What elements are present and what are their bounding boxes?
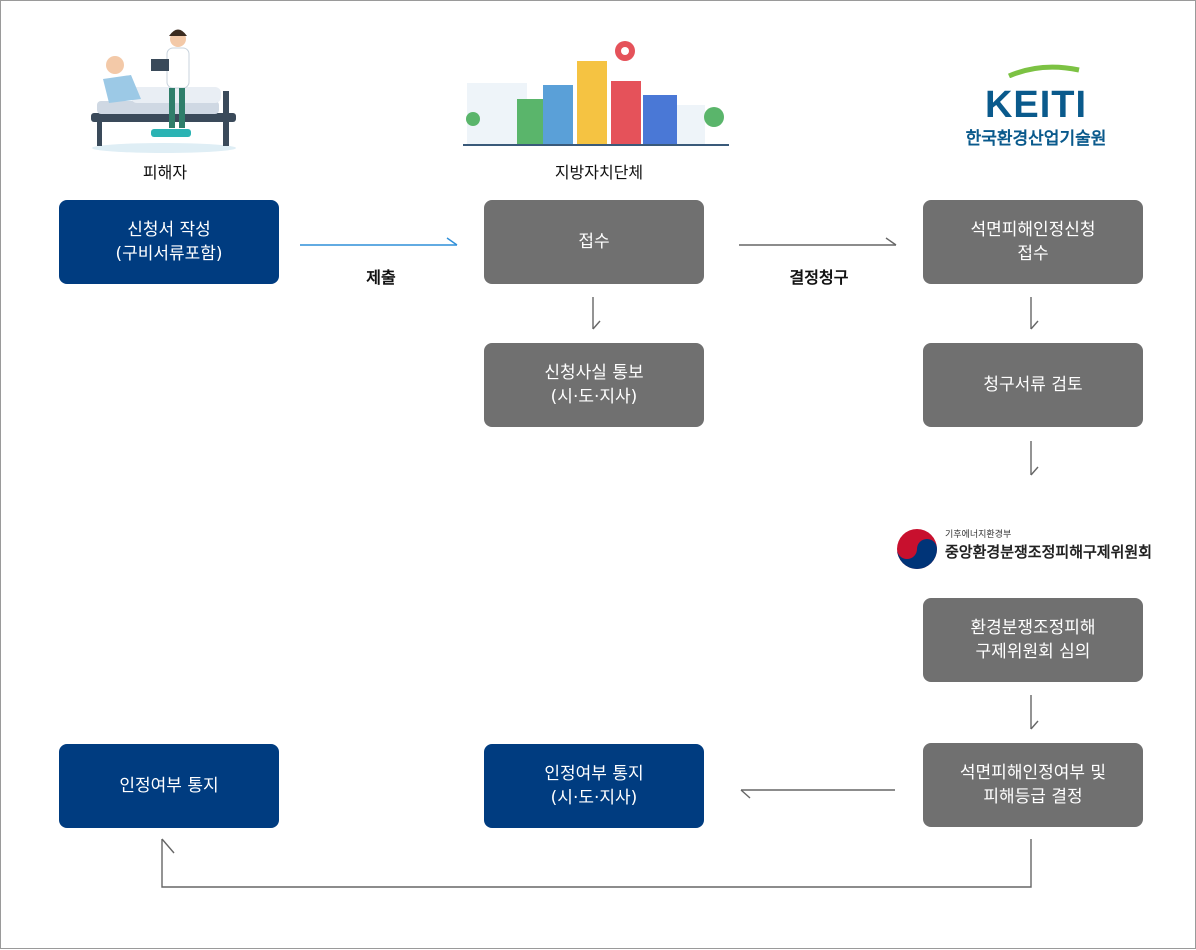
node-notify-local: 인정여부 통지 (시·도·지사): [484, 744, 704, 828]
arrow-receipt-to-notify: [592, 297, 601, 330]
committee-name: 중앙환경분쟁조정피해구제위원회: [945, 543, 1153, 561]
node-notify-victim: 인정여부 통지: [59, 744, 279, 828]
doctor-icon: [151, 29, 190, 128]
hospital-bed-icon: [91, 56, 236, 153]
node-decision: 석면피해인정여부 및 피해등급 결정: [923, 743, 1143, 827]
city-buildings-icon: [463, 41, 729, 146]
arrow-request-decision: [739, 237, 897, 246]
arrow-submit: [300, 237, 458, 246]
keiti-wordmark: KEITI: [984, 84, 1088, 126]
local-gov-label: 지방자치단체: [554, 163, 644, 182]
node-application: 신청서 작성 (구비서류포함): [59, 200, 279, 284]
ministry-name: 기후에너지환경부: [945, 530, 1012, 540]
arrow-review-to-committee: [1030, 441, 1039, 476]
arrow-keiti-to-review: [1030, 297, 1039, 330]
keiti-logo: KEITI 한국환경산업기술원: [961, 63, 1111, 153]
node-notify-fact: 신청사실 통보 (시·도·지사): [484, 343, 704, 427]
committee-logo: 기후에너지환경부 중앙환경분쟁조정피해구제위원회: [893, 523, 1173, 573]
node-receipt: 접수: [484, 200, 704, 284]
arrow-decision-to-victim: [161, 838, 1032, 888]
edge-label-request-decision: 결정청구: [789, 268, 849, 287]
keiti-swoosh-icon: [1007, 64, 1080, 79]
node-committee-review: 환경분쟁조정피해 구제위원회 심의: [923, 598, 1143, 682]
edge-label-submit: 제출: [366, 268, 396, 287]
victim-label: 피해자: [142, 163, 188, 182]
arrow-committee-to-decision: [1030, 695, 1039, 730]
arrow-decision-to-local: [740, 789, 895, 799]
node-keiti-receipt: 석면피해인정신청 접수: [923, 200, 1143, 284]
keiti-name: 한국환경산업기술원: [965, 129, 1107, 149]
node-document-review: 청구서류 검토: [923, 343, 1143, 427]
taegeuk-emblem-icon: [897, 529, 937, 569]
